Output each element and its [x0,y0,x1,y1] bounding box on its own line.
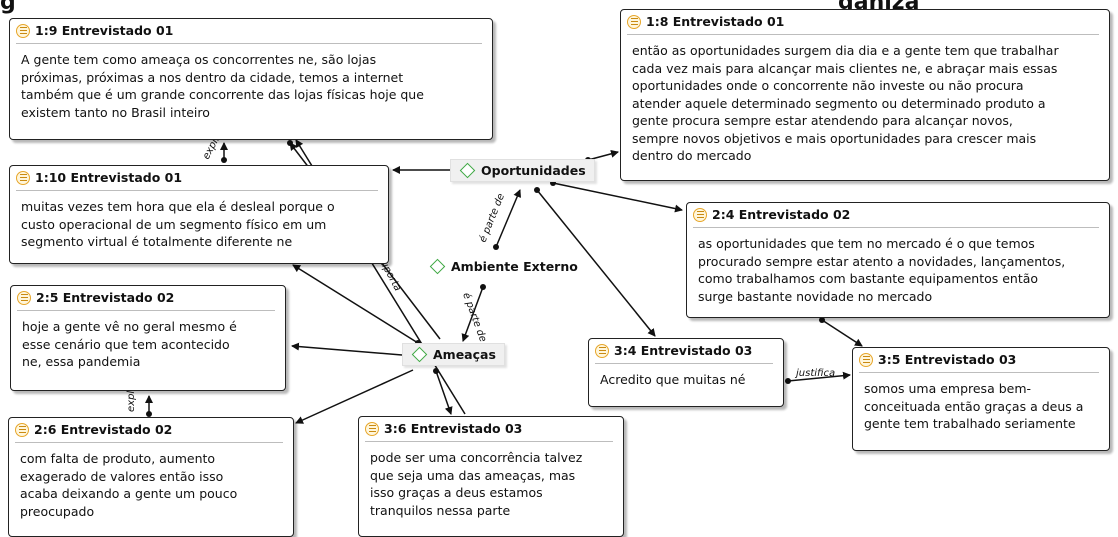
link-dot [534,187,540,193]
quote-header: 2:6 Entrevistado 02 [15,422,283,443]
quote-1-9[interactable]: 1:9 Entrevistado 01 A gente tem como ame… [9,18,493,140]
link-3-4-to-3-5 [787,371,851,382]
code-label: Ameaças [433,347,496,362]
link-oportunidades-to-3-4 [536,189,656,337]
quote-2-5[interactable]: 2:5 Entrevistado 02 hoje a gente vê no g… [10,285,286,391]
quote-text: somos uma empresa bem- conceituada então… [864,381,1084,431]
link-dot [221,157,227,163]
link-dot [287,140,293,146]
partial-figure-caption-left: g [0,0,16,15]
quote-text: A gente tem como ameaça os concorrentes … [21,52,424,120]
quote-header-label: 3:4 Entrevistado 03 [614,343,753,358]
link-dot [493,244,499,250]
quote-header: 3:4 Entrevistado 03 [595,343,773,364]
quote-3-6[interactable]: 3:6 Entrevistado 03 pode ser uma concorr… [358,416,624,537]
quote-3-4[interactable]: 3:4 Entrevistado 03 Acredito que muitas … [588,338,784,407]
relation-label-explica: explica [126,376,137,412]
quote-2-4[interactable]: 2:4 Entrevistado 02 as oportunidades que… [686,202,1110,318]
quotation-icon [859,352,873,367]
code-node-ameacas[interactable]: Ameaças [402,343,505,366]
relation-label-justifica: justifica [794,368,835,379]
code-label: Ambiente Externo [451,259,578,274]
quote-header: 2:5 Entrevistado 02 [17,290,275,311]
quotation-icon [16,170,30,185]
quote-header: 2:4 Entrevistado 02 [693,207,1099,228]
quote-text: muitas vezes tem hora que ela é desleal … [21,199,335,249]
quote-header-label: 1:10 Entrevistado 01 [35,170,183,185]
quote-1-10[interactable]: 1:10 Entrevistado 01 muitas vezes tem ho… [9,165,389,264]
code-diamond-icon [429,258,446,275]
quote-text: hoje a gente vê no geral mesmo é esse ce… [22,319,237,369]
quote-header-label: 3:6 Entrevistado 03 [384,421,523,436]
link-ambiente-to-oportunidades [495,189,521,248]
link-dot [146,411,152,417]
quotation-icon [15,422,29,437]
quote-text: Acredito que muitas né [600,372,746,387]
quote-header: 1:9 Entrevistado 01 [16,23,482,44]
quote-3-5[interactable]: 3:5 Entrevistado 03 somos uma empresa be… [852,347,1110,451]
quotation-icon [365,421,379,436]
link-dot [785,378,791,384]
quotation-icon [595,343,609,358]
quote-header-label: 1:8 Entrevistado 01 [646,14,785,29]
code-node-oportunidades[interactable]: Oportunidades [450,159,595,182]
link-ameacas-to-ambiente [461,286,484,342]
link-dot [433,368,439,374]
quote-header-label: 2:4 Entrevistado 02 [712,207,851,222]
quote-text: então as oportunidades surgem dia dia e … [632,43,1059,163]
quote-text: com falta de produto, aumento exagerado … [20,451,238,519]
code-diamond-icon [411,346,428,363]
quote-header-label: 2:5 Entrevistado 02 [36,290,175,305]
link-2-4-to-3-5 [821,319,863,347]
quote-header: 1:8 Entrevistado 01 [627,14,1099,35]
quote-header-label: 2:6 Entrevistado 02 [34,422,173,437]
link-dot [480,284,486,290]
quote-2-6[interactable]: 2:6 Entrevistado 02 com falta de produto… [8,417,294,537]
quotation-icon [627,14,641,29]
link-dot [819,317,825,323]
link-ameacas-to-2-6 [295,369,414,424]
quotation-icon [693,207,707,222]
link-oportunidades-to-1-8 [587,149,619,161]
quote-text: as oportunidades que tem no mercado é o … [698,236,1066,304]
quote-text: pode ser uma concorrência talvez que sej… [370,450,583,518]
quote-header: 1:10 Entrevistado 01 [16,170,378,191]
quote-header: 3:5 Entrevistado 03 [859,352,1099,373]
code-node-ambiente-externo[interactable]: Ambiente Externo [420,255,587,278]
relation-label-e-parte-de: é parte de [477,192,507,244]
quote-1-8[interactable]: 1:8 Entrevistado 01 então as oportunidad… [620,9,1110,181]
quotation-icon [16,23,30,38]
quotation-icon [17,290,31,305]
quote-header: 3:6 Entrevistado 03 [365,421,613,442]
link-oportunidades-to-2-4 [552,182,683,213]
link-ameacas-to-2-5 [291,342,403,356]
code-label: Oportunidades [481,163,586,178]
quote-header-label: 3:5 Entrevistado 03 [878,352,1017,367]
quote-header-label: 1:9 Entrevistado 01 [35,23,174,38]
link-ameacas-to-1-10 [292,264,419,344]
code-diamond-icon [459,162,476,179]
link-ameacas-to-3-6 [435,370,453,415]
